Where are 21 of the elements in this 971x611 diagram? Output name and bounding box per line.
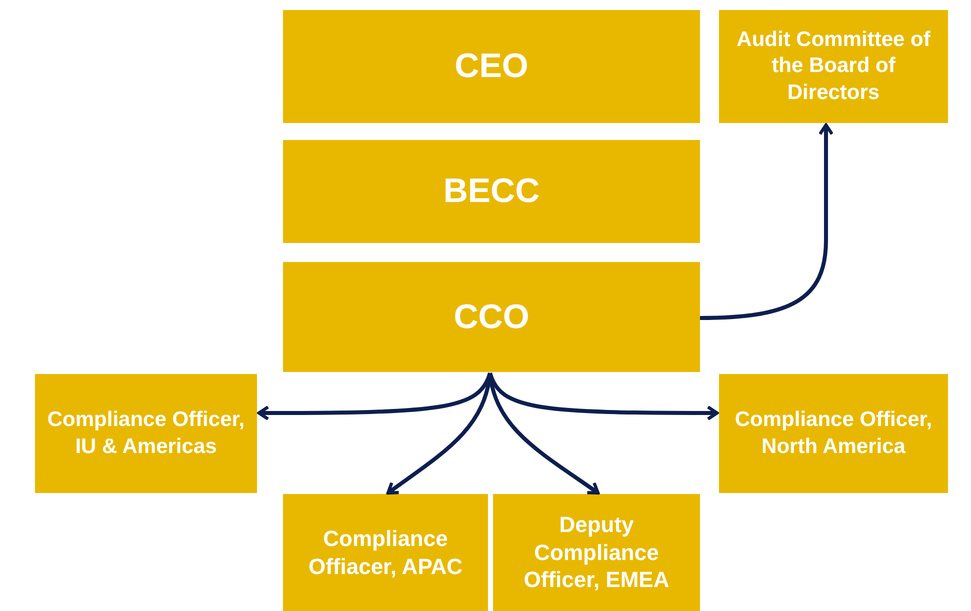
org-box [35,374,257,493]
arrow [488,372,600,495]
role-label: CCO [454,296,530,338]
arrow [700,123,834,320]
role-label: Compliance Officer, IU & Americas [46,407,246,460]
role-label: Deputy Compliance Officer, EMEA [522,511,670,594]
org-box [283,494,488,611]
role-label: BECC [443,171,540,212]
org-box [283,10,700,123]
org-box [719,10,948,123]
role-label: Audit Committee of the Board of Directors [736,27,932,106]
arrow [386,372,492,495]
role-label: CEO [454,46,528,88]
org-box [283,140,700,243]
org-box [283,262,700,372]
arrow [257,372,492,421]
role-label: Compliance Officer, North America [734,407,934,460]
arrow [488,372,719,421]
org-box [719,374,948,493]
org-box [493,494,700,611]
role-label: Compliance Offiacer, APAC [307,525,464,580]
